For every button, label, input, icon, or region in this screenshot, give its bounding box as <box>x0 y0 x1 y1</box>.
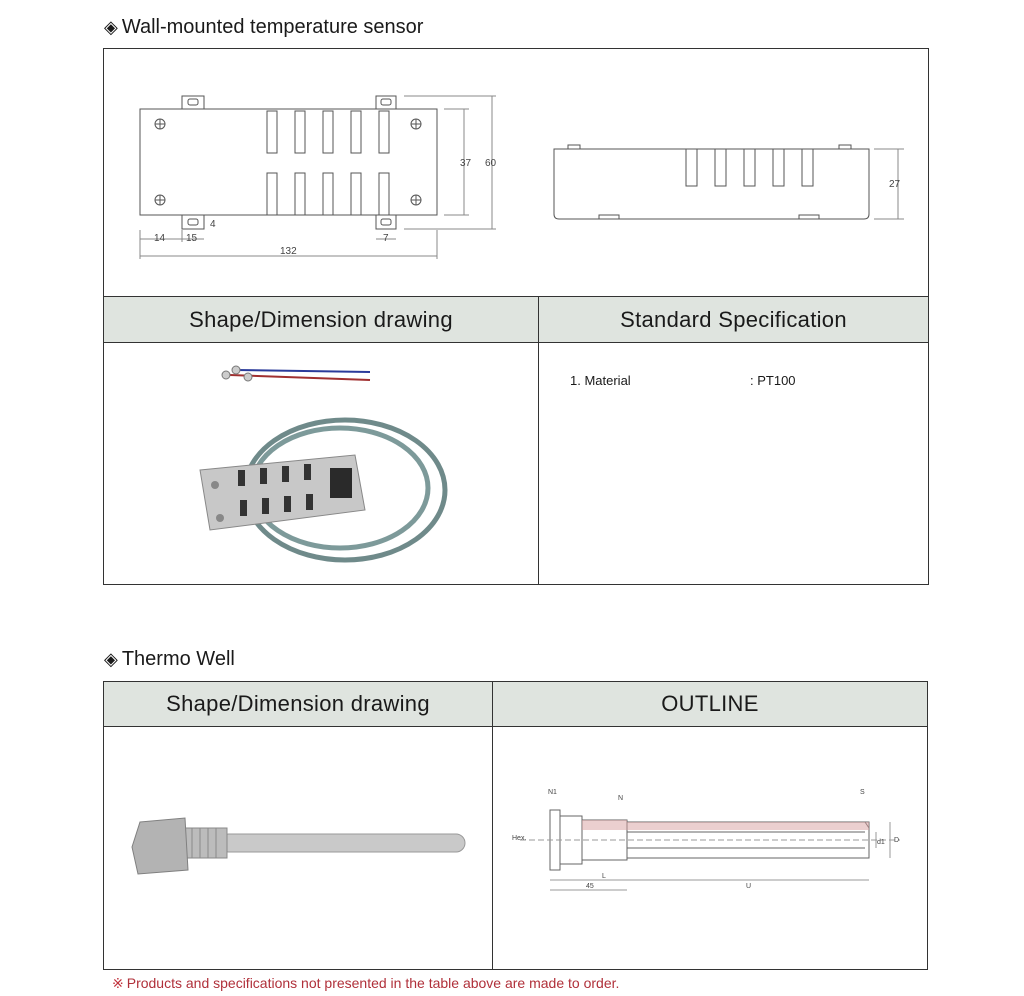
outline-n-label: N <box>618 795 623 802</box>
wall-sensor-table <box>103 48 929 585</box>
header-outline: OUTLINE <box>493 682 927 727</box>
thermo-well-photo-illustration <box>131 817 466 875</box>
outline-d1-label: d1 <box>877 839 885 846</box>
outline-45-label: 45 <box>586 883 594 890</box>
sensor-photo-illustration <box>199 365 448 563</box>
header-shape-dimension-drawing-2: Shape/Dimension drawing <box>104 682 492 727</box>
outline-l-label: L <box>602 873 606 880</box>
spec-row-material: 1. Material : PT100 <box>570 373 796 388</box>
dim-15-label: 15 <box>186 233 198 244</box>
footnote-text: Products and specifications not presente… <box>126 975 620 991</box>
outline-d-label: D <box>894 837 899 844</box>
header-standard-specification: Standard Specification <box>539 296 928 343</box>
outline-hex-label: Hex. <box>512 835 526 842</box>
section-title-wall-sensor: ◈ Wall-mounted temperature sensor <box>104 16 423 39</box>
outline-u-label: U <box>746 883 751 890</box>
thermo-well-table <box>103 681 928 970</box>
dim-14-label: 14 <box>154 233 166 244</box>
dim-132-label: 132 <box>280 246 297 257</box>
footnote: ※Products and specifications not present… <box>112 975 619 992</box>
table-divider-2 <box>492 682 493 969</box>
section-title-text: Thermo Well <box>121 648 235 670</box>
dim-7-label: 7 <box>383 233 389 244</box>
dim-27-label: 27 <box>889 179 901 190</box>
diamond-bullet-icon: ◈ <box>104 649 118 669</box>
table-divider <box>538 296 539 584</box>
header-shape-dimension-drawing: Shape/Dimension drawing <box>104 296 538 343</box>
outline-s-label: S <box>860 789 865 796</box>
spec-item-value: : PT100 <box>750 373 796 388</box>
outline-n1-label: N1 <box>548 789 557 796</box>
dim-60-label: 60 <box>485 158 497 169</box>
thermo-well-outline-drawing: N1 N Hex. 45 L U d1 D S <box>512 789 900 891</box>
section-title-text: Wall-mounted temperature sensor <box>121 16 424 38</box>
dim-37-label: 37 <box>460 158 472 169</box>
reference-mark-icon: ※ <box>112 975 124 991</box>
section-title-thermo-well: ◈ Thermo Well <box>104 648 235 671</box>
wall-sensor-dimension-drawing: 14 15 4 7 132 37 60 27 <box>139 95 904 259</box>
diamond-bullet-icon: ◈ <box>104 17 118 37</box>
dim-4-label: 4 <box>210 219 216 230</box>
spec-item-label: 1. Material <box>570 373 631 388</box>
